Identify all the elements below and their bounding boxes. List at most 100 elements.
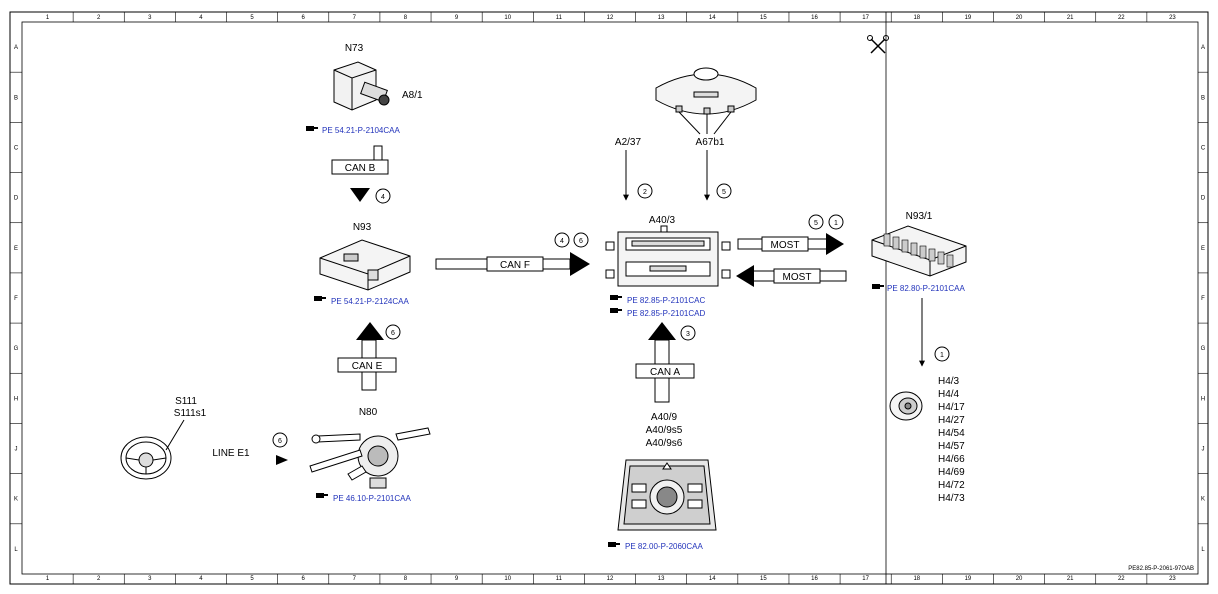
grid-column-label: 22 (1118, 15, 1125, 21)
grid-column-label: 13 (658, 576, 665, 582)
speaker-label: H4/17 (938, 402, 965, 413)
ref-link-a40-9[interactable]: PE 82.00-P-2060CAA (608, 542, 703, 551)
hand-pointer-icon (306, 126, 318, 131)
line-e1-link: LINE E1 6 (212, 432, 288, 465)
grid-column-label: 7 (353, 576, 357, 582)
speaker-icon (889, 391, 923, 421)
ref-a40-3-cad[interactable]: PE 82.85-P-2101CAD (627, 309, 705, 318)
amplifier-fin (919, 245, 927, 259)
grid-column-label: 6 (302, 576, 306, 582)
amplifier-fin (946, 254, 954, 268)
grid-row-label: J (1202, 447, 1205, 453)
a67b1-label: A67b1 (696, 137, 725, 148)
a8-1-label: A8/1 (402, 90, 423, 101)
grid-row-label: B (14, 95, 18, 101)
grid-column-label: 15 (760, 15, 767, 21)
grid-column-label: 5 (250, 576, 254, 582)
a40-9-component: A40/9 A40/9s5 A40/9s6 PE 82.00-P-2060CAA (608, 412, 717, 551)
arrow-up-icon (356, 322, 384, 340)
grid-column-label: 23 (1169, 576, 1176, 582)
marker-6-cane: 6 (391, 330, 395, 337)
most-out-label: MOST (771, 240, 800, 251)
grid-row-label: F (1201, 296, 1205, 302)
amplifier-fin (883, 233, 891, 247)
grid-row-label: D (14, 196, 19, 202)
most-in-link: MOST (736, 265, 847, 287)
ref-n93-1[interactable]: PE 82.80-P-2101CAA (887, 284, 965, 293)
grid-column-label: 21 (1067, 576, 1074, 582)
grid-column-label: 12 (607, 576, 614, 582)
ref-a40-9[interactable]: PE 82.00-P-2060CAA (625, 542, 703, 551)
grid-column-label: 16 (811, 576, 818, 582)
n93-1-component: N93/1 PE 82.80-P-2101CAA 1 (871, 211, 967, 367)
arrow-up-icon (648, 322, 676, 340)
grid-row-label: K (14, 497, 18, 503)
can-e-link: CAN E 6 (337, 322, 401, 391)
grid-column-label: 10 (504, 15, 511, 21)
hand-pointer-icon (872, 284, 884, 289)
grid-column-label: 19 (965, 576, 972, 582)
speaker-label: H4/54 (938, 428, 965, 439)
can-a-label: CAN A (650, 367, 680, 378)
speaker-label: H4/72 (938, 480, 965, 491)
can-a-link: CAN A 3 (635, 322, 696, 403)
grid-column-label: 7 (353, 15, 357, 21)
ref-link-n93-1[interactable]: PE 82.80-P-2101CAA (872, 284, 965, 293)
grid-row-label: H (1201, 396, 1205, 402)
grid-row-label: B (1201, 95, 1205, 101)
arrow-down-icon (350, 188, 370, 202)
ref-a40-3-cac[interactable]: PE 82.85-P-2101CAC (627, 296, 705, 305)
a40-3-component: A40/3 PE 82.85-P-2101CAC PE 82.85-P-2101… (605, 215, 731, 318)
grid-column-label: 9 (455, 15, 459, 21)
grid-row-label: H (14, 396, 18, 402)
amplifier-fin (910, 242, 918, 256)
grid-column-label: 10 (504, 576, 511, 582)
speaker-label: H4/3 (938, 376, 960, 387)
grid-row-label: E (1201, 246, 1205, 252)
grid-column-label: 3 (148, 576, 152, 582)
control-panel-icon (617, 459, 717, 531)
grid-row-label: A (14, 45, 18, 51)
speakers-component: H4/3H4/4H4/17H4/27H4/54H4/57H4/66H4/69H4… (889, 376, 965, 504)
grid-row-label: L (1201, 547, 1205, 553)
ref-n73[interactable]: PE 54.21-P-2104CAA (322, 126, 400, 135)
line-e1-label: LINE E1 (212, 448, 250, 459)
grid-column-label: 3 (148, 15, 152, 21)
grid-column-label: 20 (1016, 15, 1023, 21)
grid-column-label: 8 (404, 15, 408, 21)
arrow-right-icon (276, 455, 288, 465)
ref-link-a40-3-2[interactable]: PE 82.85-P-2101CAD (610, 308, 705, 318)
grid-column-label: 15 (760, 576, 767, 582)
can-b-label: CAN B (345, 163, 376, 174)
ref-link-a40-3-1[interactable]: PE 82.85-P-2101CAC (610, 295, 705, 305)
grid-column-label: 5 (250, 15, 254, 21)
ref-link-n80[interactable]: PE 46.10-P-2101CAA (316, 493, 411, 503)
a40-9s6-label: A40/9s6 (646, 438, 683, 449)
s111s1-label: S111s1 (174, 408, 207, 419)
hand-pointer-icon (608, 542, 620, 547)
ref-link-n93[interactable]: PE 54.21-P-2124CAA (314, 296, 409, 306)
ref-link-n73[interactable]: PE 54.21-P-2104CAA (306, 126, 400, 135)
grid-row-label: G (14, 346, 19, 352)
hand-pointer-icon (610, 295, 622, 300)
grid-column-label: 1 (46, 15, 50, 21)
n73-component: N73 A8/1 PE 54.21-P-2104CAA (306, 43, 423, 135)
grid-row-label: F (14, 296, 18, 302)
ref-n80[interactable]: PE 46.10-P-2101CAA (333, 494, 411, 503)
grid-column-label: 11 (556, 15, 563, 21)
frame (9, 11, 1209, 585)
grid-column-label: 1 (46, 576, 50, 582)
head-unit-icon (605, 225, 731, 287)
grid-column-label: 18 (913, 576, 920, 582)
grid-column-label: 4 (199, 576, 203, 582)
can-b-link: CAN B 4 (331, 145, 391, 204)
amplifier-fin (892, 236, 900, 250)
most-out-link: MOST 5 1 (737, 214, 844, 255)
marker-4-canf: 4 (560, 238, 564, 245)
ref-n93[interactable]: PE 54.21-P-2124CAA (331, 297, 409, 306)
grid-column-label: 8 (404, 576, 408, 582)
scissors-icon (867, 35, 889, 54)
amplifier-fin (937, 251, 945, 265)
marker-1-speakers: 1 (940, 352, 944, 359)
overhead-unit-icon (655, 67, 757, 135)
